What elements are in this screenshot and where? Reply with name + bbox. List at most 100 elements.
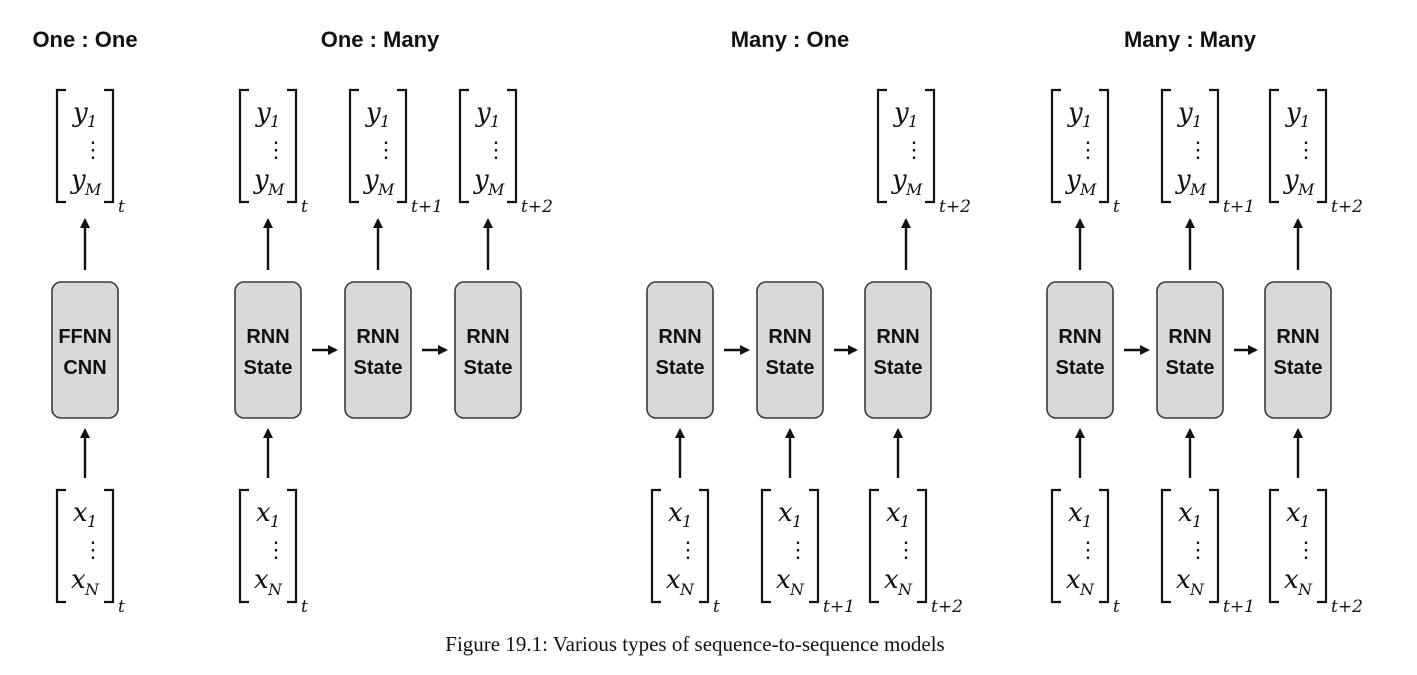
box-label-rnn: RNN — [356, 326, 399, 348]
vector-first-symbol: x — [668, 498, 683, 528]
time-index: t+2 — [939, 197, 971, 217]
vertical-ellipsis: ⋮ — [265, 138, 287, 163]
vector-first-subscript: 1 — [908, 112, 918, 131]
vector-last-symbol: y — [1065, 165, 1081, 195]
time-index: t+1 — [411, 197, 443, 217]
box-label-state: State — [1274, 357, 1323, 379]
vector-first-subscript: 1 — [1082, 112, 1092, 131]
box-shape — [234, 281, 302, 419]
vertical-ellipsis: ⋮ — [677, 538, 699, 563]
title-many-many: Many : Many — [1124, 27, 1257, 52]
vector-last-symbol: y — [253, 165, 269, 195]
vector-last-subscript: M — [267, 180, 285, 199]
vector-first-symbol: x — [73, 498, 88, 528]
right-bracket — [1317, 488, 1328, 604]
time-index: t+2 — [931, 597, 963, 617]
vector-last-symbol: y — [1175, 165, 1191, 195]
vector-last-symbol: x — [1284, 565, 1299, 595]
vector-first-symbol: y — [1067, 98, 1083, 128]
vector-last-subscript: N — [1189, 580, 1205, 599]
box-shape — [51, 281, 119, 419]
box-label-cnn: CNN — [63, 357, 106, 379]
vector-first-symbol: y — [475, 98, 491, 128]
vector-first-subscript: 1 — [270, 112, 280, 131]
box-label-state: State — [1056, 357, 1105, 379]
vector-last-subscript: N — [1297, 580, 1313, 599]
vector-first-subscript: 1 — [1192, 112, 1202, 131]
vector-first-subscript: 1 — [490, 112, 500, 131]
vector-first-subscript: 1 — [380, 112, 390, 131]
vector-first-subscript: 1 — [682, 512, 692, 531]
title-many-one: Many : One — [731, 27, 850, 52]
left-bracket — [238, 488, 249, 604]
vector-last-subscript: N — [789, 580, 805, 599]
box-label-state: State — [1166, 357, 1215, 379]
vector-first-subscript: 1 — [270, 512, 280, 531]
vector-first-subscript: 1 — [1082, 512, 1092, 531]
vector-first-symbol: y — [893, 98, 909, 128]
time-index: t+2 — [1331, 597, 1363, 617]
right-bracket — [104, 488, 115, 604]
time-index: t — [301, 197, 308, 217]
time-index: t — [1113, 597, 1120, 617]
left-bracket — [1268, 88, 1279, 204]
vector-first-symbol: x — [1286, 498, 1301, 528]
right-bracket — [1099, 88, 1110, 204]
vector-first-symbol: x — [1068, 498, 1083, 528]
box-rnn-state: RNN State — [234, 281, 302, 419]
time-index: t — [118, 597, 125, 617]
title-one-one: One : One — [32, 27, 137, 52]
box-shape — [756, 281, 824, 419]
vector-last-symbol: y — [70, 165, 86, 195]
box-shape — [1156, 281, 1224, 419]
right-bracket — [1209, 488, 1220, 604]
vertical-ellipsis: ⋮ — [895, 538, 917, 563]
box-label-state: State — [244, 357, 293, 379]
vector-first-subscript: 1 — [1300, 512, 1310, 531]
vector-last-symbol: x — [1066, 565, 1081, 595]
box-label-rnn: RNN — [1276, 326, 1319, 348]
box-shape — [864, 281, 932, 419]
vector-last-symbol: x — [1176, 565, 1191, 595]
left-bracket — [348, 88, 359, 204]
vector-last-symbol: y — [473, 165, 489, 195]
left-bracket — [876, 88, 887, 204]
vector-first-symbol: x — [778, 498, 793, 528]
vector-first-subscript: 1 — [900, 512, 910, 531]
vector-last-symbol: x — [884, 565, 899, 595]
vector-first-subscript: 1 — [1192, 512, 1202, 531]
right-bracket — [287, 488, 298, 604]
vector-last-subscript: N — [679, 580, 695, 599]
vector-first-subscript: 1 — [87, 512, 97, 531]
right-bracket — [104, 88, 115, 204]
vector-first-symbol: y — [72, 98, 88, 128]
right-bracket — [809, 488, 820, 604]
box-rnn-state: RNN State — [1264, 281, 1332, 419]
vertical-ellipsis: ⋮ — [82, 538, 104, 563]
vector-first-symbol: x — [886, 498, 901, 528]
vector-last-subscript: N — [897, 580, 913, 599]
left-bracket — [1050, 488, 1061, 604]
time-index: t — [1113, 197, 1120, 217]
right-bracket — [1099, 488, 1110, 604]
time-index: t+2 — [1331, 197, 1363, 217]
box-label-rnn: RNN — [246, 326, 289, 348]
vertical-ellipsis: ⋮ — [1295, 538, 1317, 563]
right-bracket — [917, 488, 928, 604]
vertical-ellipsis: ⋮ — [485, 138, 507, 163]
